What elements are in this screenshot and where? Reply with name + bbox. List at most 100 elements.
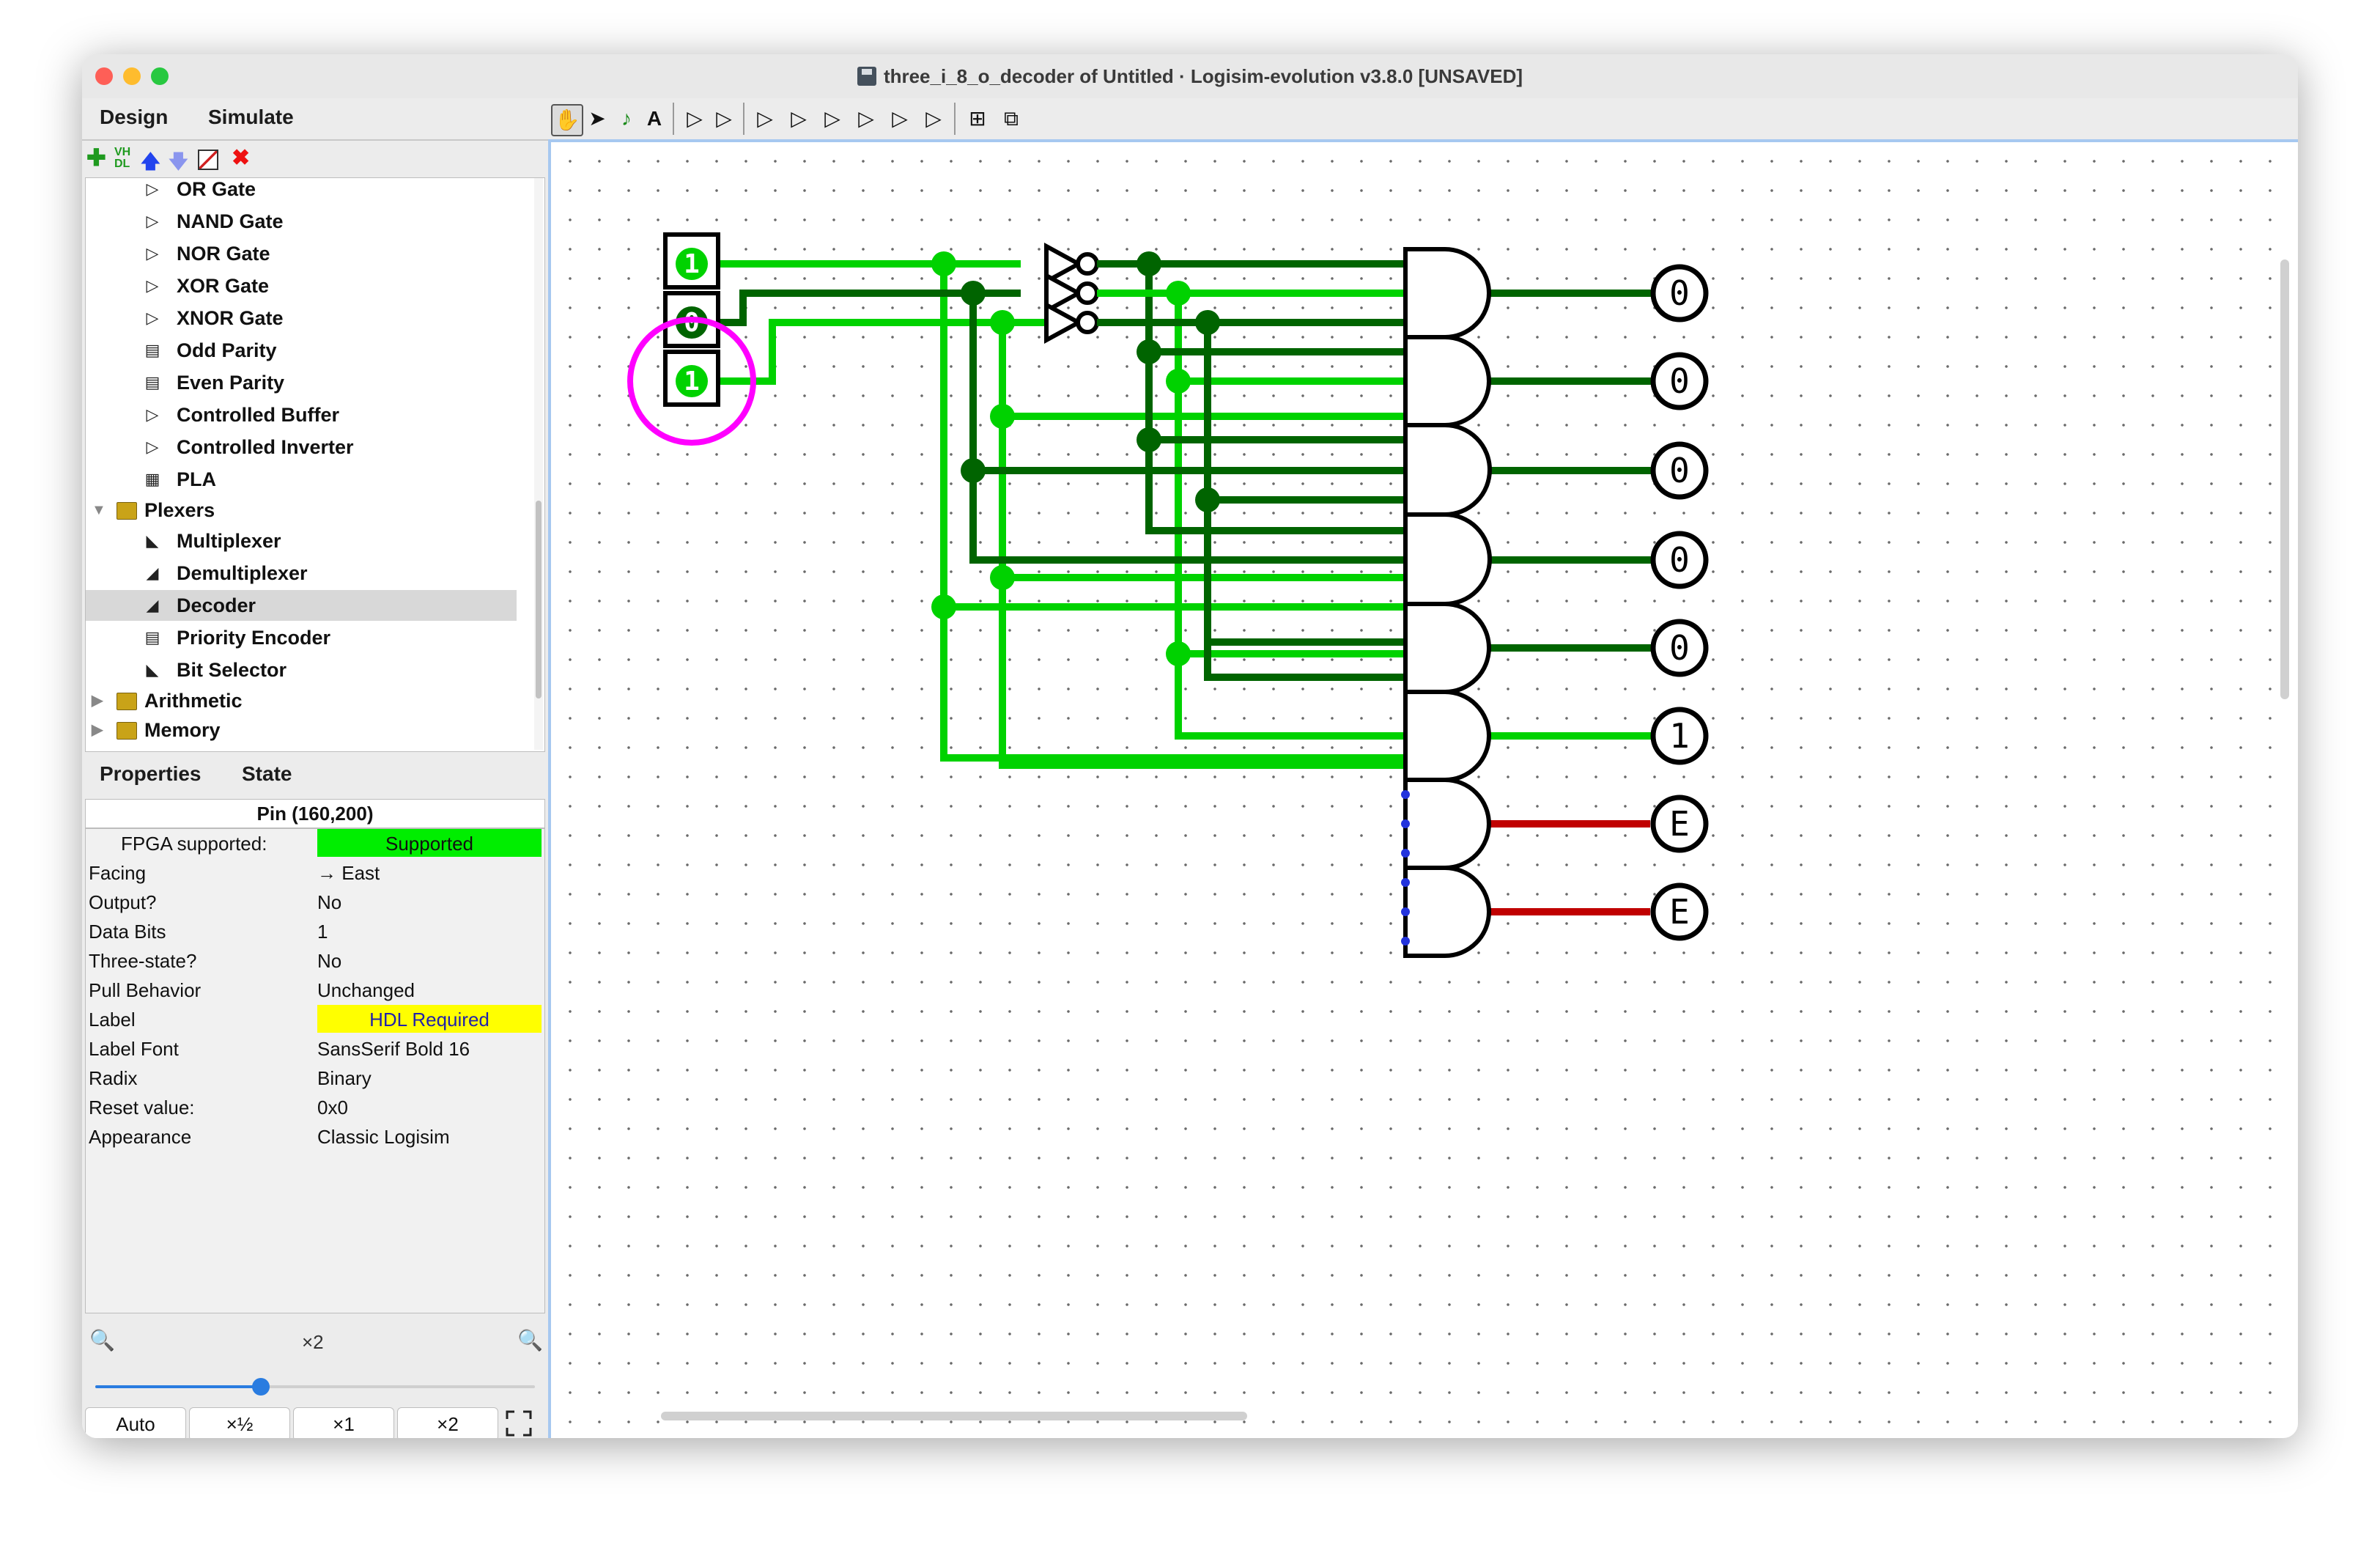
input-pin-icon[interactable]: ▷ bbox=[687, 107, 703, 130]
property-row[interactable]: Output? No bbox=[89, 891, 342, 913]
controlled-buffer-icon: ▷ bbox=[146, 405, 159, 424]
canvas-vertical-scrollbar[interactable] bbox=[2280, 259, 2289, 699]
tree-item-even-parity[interactable]: ▤ Even Parity bbox=[86, 367, 517, 398]
wire-tool-icon[interactable]: ♪ bbox=[621, 107, 632, 130]
output-pin-5[interactable] bbox=[1650, 707, 1709, 765]
close-window-button[interactable] bbox=[95, 67, 113, 85]
nand-gate-icon[interactable]: ▷ bbox=[892, 107, 908, 130]
move-down-icon[interactable]: 🡇 bbox=[169, 150, 188, 172]
tree-item-decoder[interactable]: ◢ Decoder bbox=[86, 590, 517, 621]
text-tool-icon[interactable]: A bbox=[646, 107, 662, 130]
property-row[interactable]: Three-state? No bbox=[89, 950, 342, 972]
edit-appearance-icon[interactable] bbox=[198, 150, 218, 170]
tree-scroll-thumb[interactable] bbox=[536, 501, 542, 699]
unconnected-inputs bbox=[1401, 790, 1410, 946]
property-row[interactable]: Facing → East bbox=[89, 862, 380, 884]
output-pin-3[interactable] bbox=[1650, 531, 1709, 589]
zoom-auto-button[interactable]: Auto bbox=[85, 1407, 186, 1438]
collapsed-arrow-icon[interactable]: ▶ bbox=[92, 744, 103, 751]
tree-item-bit-selector[interactable]: ◣ Bit Selector bbox=[86, 655, 517, 685]
tree-item-controlled-inverter[interactable]: ▷ Controlled Inverter bbox=[86, 432, 517, 462]
expanded-arrow-icon[interactable]: ▼ bbox=[92, 502, 106, 518]
property-row[interactable]: Label Font SansSerif Bold 16 bbox=[89, 1038, 470, 1060]
zoom-in-icon[interactable]: 🔍 bbox=[517, 1329, 543, 1352]
tree-item-pla[interactable]: ▦ PLA bbox=[86, 464, 517, 495]
circuit-canvas[interactable]: 1 0 1 0 0 0 0 0 bbox=[548, 139, 2298, 1438]
collapsed-arrow-icon[interactable]: ▶ bbox=[92, 693, 103, 709]
tree-item-demultiplexer[interactable]: ◢ Demultiplexer bbox=[86, 558, 517, 589]
property-row[interactable]: Reset value: 0x0 bbox=[89, 1096, 348, 1118]
input-pins: 1 0 1 bbox=[627, 232, 756, 446]
poke-tool-icon[interactable]: ✋ bbox=[551, 104, 583, 136]
and-gate bbox=[1403, 778, 1491, 870]
zoom-2x-button[interactable]: ×2 bbox=[397, 1407, 498, 1438]
tree-folder-input-output[interactable]: ▶ Input/Output bbox=[86, 744, 517, 751]
output-pin-4[interactable] bbox=[1650, 619, 1709, 677]
zoom-slider-knob[interactable] bbox=[252, 1378, 270, 1396]
output-pin-6[interactable] bbox=[1650, 795, 1709, 853]
tree-item-xor-gate[interactable]: ▷ XOR Gate bbox=[86, 270, 517, 301]
app-window: three_i_8_o_decoder of Untitled · Logisi… bbox=[82, 54, 2298, 1438]
property-row[interactable]: Appearance Classic Logisim bbox=[89, 1126, 450, 1148]
zoom-out-icon[interactable]: 🔍 bbox=[89, 1329, 115, 1352]
folder-icon bbox=[117, 502, 137, 520]
xor-gate-icon[interactable]: ▷ bbox=[858, 107, 874, 130]
property-row[interactable]: Data Bits 1 bbox=[89, 921, 328, 943]
nor-gate-icon[interactable]: ▷ bbox=[925, 107, 942, 130]
and-gate-icon[interactable]: ▷ bbox=[791, 107, 807, 130]
input-pin-0-value: 1 bbox=[684, 249, 700, 279]
zoom-half-button[interactable]: ×½ bbox=[189, 1407, 290, 1438]
tree-item-priority-encoder[interactable]: ▤ Priority Encoder bbox=[86, 622, 517, 653]
tree-folder-memory[interactable]: ▶ Memory bbox=[86, 715, 517, 745]
property-row[interactable]: Radix Binary bbox=[89, 1067, 372, 1089]
collapsed-arrow-icon[interactable]: ▶ bbox=[92, 722, 103, 738]
select-tool-icon[interactable]: ➤ bbox=[588, 107, 606, 130]
output-pin-1[interactable] bbox=[1650, 352, 1709, 410]
add-circuit-icon[interactable]: ✚ bbox=[86, 144, 106, 171]
output-pin-2[interactable] bbox=[1650, 441, 1709, 500]
tree-item-odd-parity[interactable]: ▤ Odd Parity bbox=[86, 335, 517, 366]
property-row[interactable]: Pull Behavior Unchanged bbox=[89, 979, 415, 1001]
minimize-window-button[interactable] bbox=[123, 67, 141, 85]
not-gate bbox=[1044, 271, 1084, 315]
tree-item-controlled-buffer[interactable]: ▷ Controlled Buffer bbox=[86, 399, 517, 430]
and-gate bbox=[1403, 866, 1491, 958]
canvas-horizontal-scrollbar[interactable] bbox=[661, 1412, 1247, 1420]
tree-item-multiplexer[interactable]: ◣ Multiplexer bbox=[86, 526, 517, 556]
tab-state[interactable]: State bbox=[242, 762, 292, 785]
zoom-1x-button[interactable]: ×1 bbox=[293, 1407, 394, 1438]
tab-simulate[interactable]: Simulate bbox=[208, 106, 294, 128]
tree-folder-plexers[interactable]: ▼ Plexers bbox=[86, 495, 517, 526]
tree-item-xnor-gate[interactable]: ▷ XNOR Gate bbox=[86, 303, 517, 333]
output-pin-0[interactable] bbox=[1650, 264, 1709, 322]
circuit-layout-icon[interactable]: ⊞ bbox=[969, 107, 986, 130]
tab-properties[interactable]: Properties bbox=[100, 762, 202, 785]
tab-design[interactable]: Design bbox=[100, 106, 169, 128]
component-tree: ▷ OR Gate ▷ NAND Gate ▷ NOR Gate ▷ XOR G… bbox=[85, 177, 545, 752]
wires-high bbox=[691, 260, 1654, 769]
fit-to-window-icon[interactable] bbox=[506, 1410, 532, 1437]
circuit-appearance-icon[interactable]: ⧉ bbox=[1004, 107, 1019, 130]
property-row[interactable]: FPGA supported: Supported bbox=[86, 829, 544, 858]
or-gate-icon[interactable]: ▷ bbox=[824, 107, 840, 130]
wire bbox=[969, 290, 1409, 564]
tool-toolbar: ✋ ➤ ♪ A ▷ ▷ ▷ ▷ ▷ ▷ ▷ ▷ ⊞ ⧉ bbox=[548, 98, 2298, 139]
move-up-icon[interactable]: 🡅 bbox=[141, 150, 160, 172]
output-pin-7[interactable] bbox=[1650, 882, 1709, 941]
label-value[interactable]: HDL Required bbox=[317, 1005, 542, 1033]
property-row[interactable]: Label HDL Required bbox=[86, 1005, 544, 1034]
tree-scrollbar[interactable] bbox=[534, 178, 543, 750]
and-gate bbox=[1403, 247, 1491, 339]
output-pin-icon[interactable]: ▷ bbox=[716, 107, 732, 130]
tree-folder-arithmetic[interactable]: ▶ Arithmetic bbox=[86, 685, 517, 716]
output-pin-4-value: 0 bbox=[1669, 628, 1690, 668]
zoom-window-button[interactable] bbox=[151, 67, 169, 85]
tree-item-or-gate[interactable]: ▷ OR Gate bbox=[86, 178, 517, 204]
output-pin-3-value: 0 bbox=[1669, 540, 1690, 580]
zoom-slider[interactable] bbox=[95, 1378, 535, 1396]
tree-item-nor-gate[interactable]: ▷ NOR Gate bbox=[86, 238, 517, 269]
delete-icon[interactable]: ✖ bbox=[232, 146, 251, 170]
tree-item-nand-gate[interactable]: ▷ NAND Gate bbox=[86, 206, 517, 237]
not-gate-icon[interactable]: ▷ bbox=[757, 107, 773, 130]
